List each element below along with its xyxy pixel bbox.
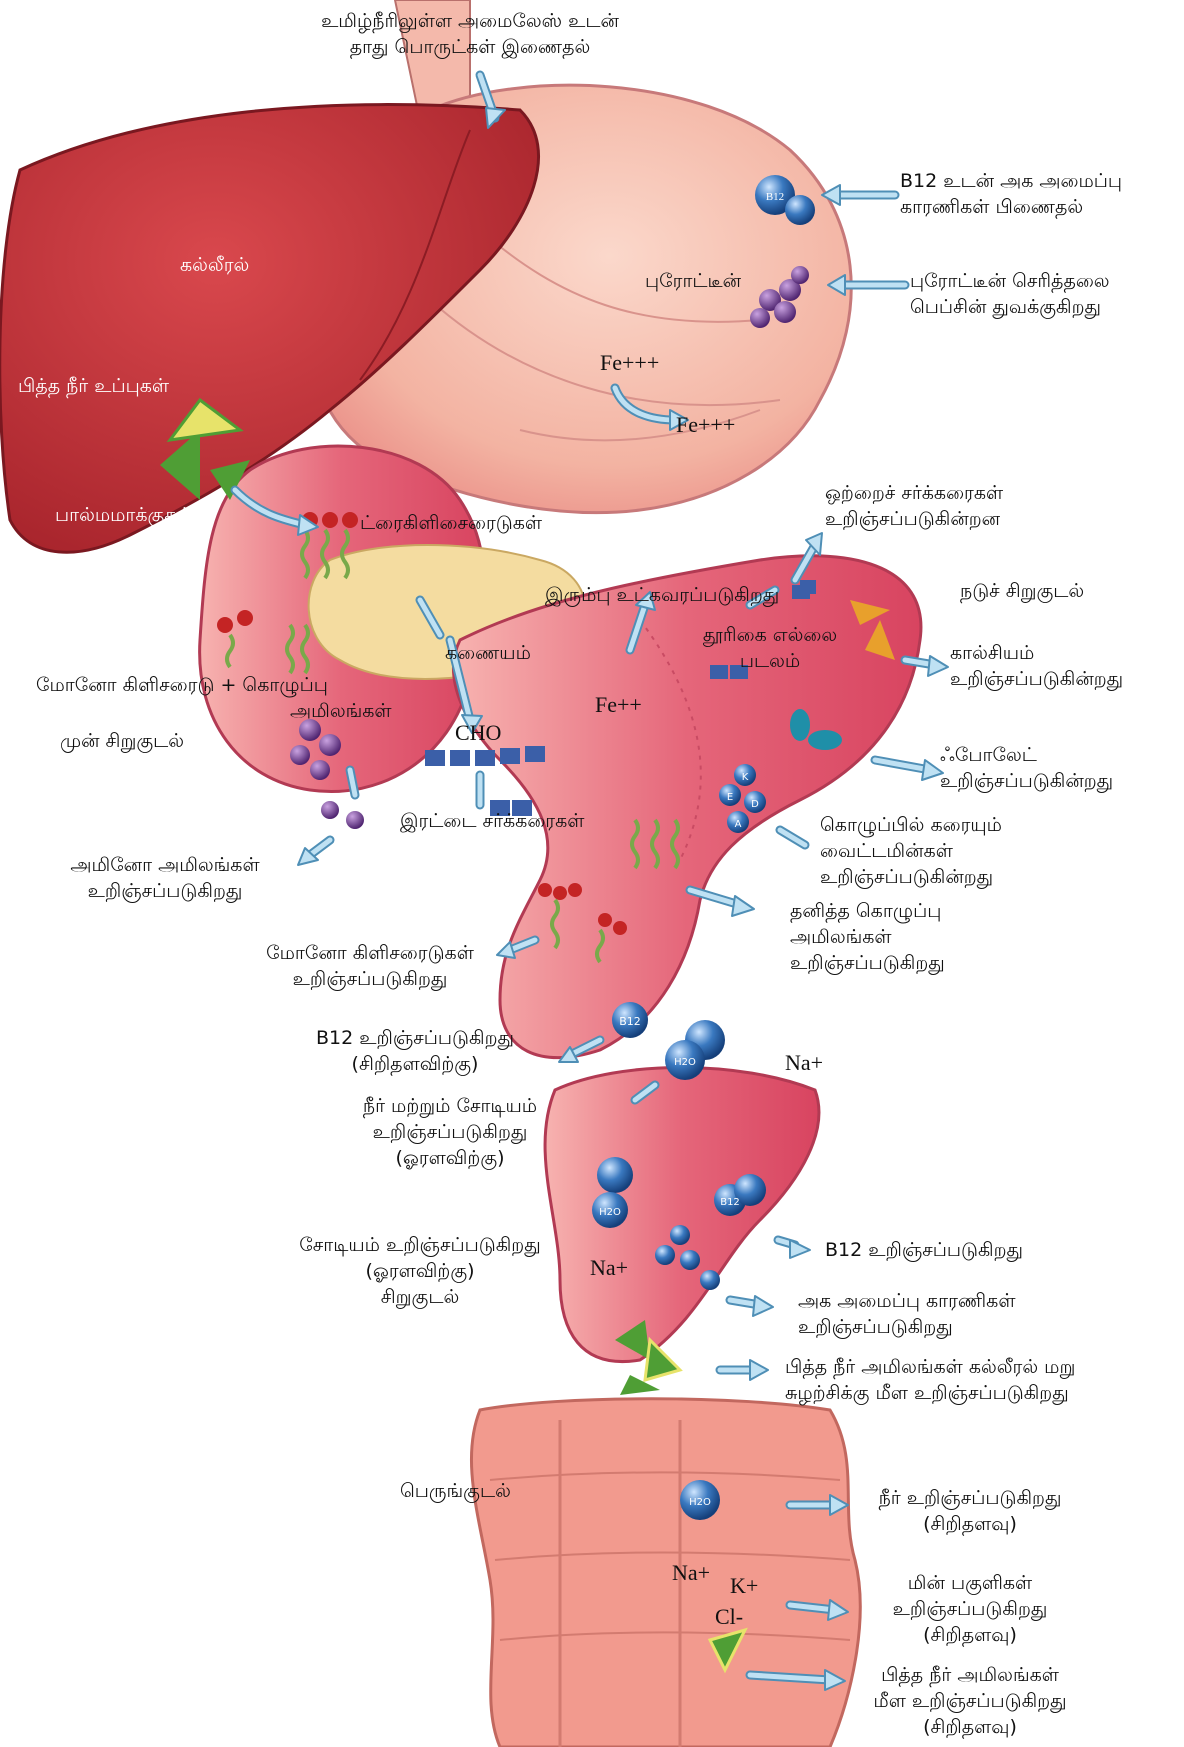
label-b12-small: B12 உறிஞ்சப்படுகிறது(சிறிதளவிற்கு) [300,1025,530,1077]
label-water-large: நீர் உறிஞ்சப்படுகிறது(சிறிதளவு) [850,1485,1090,1537]
label-amino-acids: அமினோ அமிலங்கள்உறிஞ்சப்படுகிறது [30,852,300,904]
label-emulsification: பால்மமாக்குதல் [55,502,192,528]
label-na-large: Na+ [672,1560,710,1586]
label-brush-border: தூரிகை எல்லைபடலம் [690,622,850,674]
b12-jejunum: B12 [612,1002,648,1038]
vit-e: E [727,792,733,803]
label-free-fatty: தனித்த கொழுப்புஅமிலங்கள்உறிஞ்சப்படுகிறது [790,898,945,976]
label-electrolytes: மின் பகுளிகள்உறிஞ்சப்படுகிறது(சிறிதளவு) [850,1570,1090,1648]
label-water-sodium: நீர் மற்றும் சோடியம்உறிஞ்சப்படுகிறது(ஓரள… [335,1093,565,1171]
label-fe2: Fe++ [595,692,642,718]
label-large-intestine: பெருங்குடல் [400,1478,511,1504]
h2o-text-1: H2O [674,1057,696,1068]
b12-text-3: B12 [720,1197,740,1208]
label-cho: CHO [455,720,501,746]
label-intrinsic: அக அமைப்பு காரணிகள்உறிஞ்சப்படுகிறது [798,1288,1015,1340]
label-folate: ஃபோலேட்உறிஞ்சப்படுகின்றது [940,742,1113,794]
vit-k: K [742,772,749,783]
label-k-large: K+ [730,1573,758,1599]
label-acids: அமிலங்கள் [290,698,392,724]
label-duodenum: முன் சிறுகுடல் [60,728,184,754]
label-triglycerides: ட்ரைகிளிசைரைடுகள் [360,510,542,536]
label-saliva-mix: உமிழ்நீரிலுள்ள அமைலேஸ் உடன்தாது பொருட்கள… [290,8,650,60]
label-monoglycerides: மோனோ கிளிசரைடுகள்உறிஞ்சப்படுகிறது [240,940,500,992]
label-fe3-mid: Fe+++ [676,412,735,438]
label-protein: புரோட்டீன் [645,268,741,294]
h2o-text-3: H2O [689,1497,711,1508]
label-b12-binding: B12 உடன் அக அமைப்புகாரணிகள் பிணைதல் [900,168,1122,220]
b12-text-2: B12 [619,1015,641,1028]
label-iron-absorbed: இரும்பு உட்கவரப்படுகிறது [545,582,779,608]
label-cl-large: Cl- [715,1604,743,1630]
label-fe3-top: Fe+++ [600,350,659,376]
ileum [545,1068,819,1362]
label-disaccharides: இரட்டை சர்க்கரைகள் [400,808,584,834]
label-pancreas: கணையம் [445,640,531,666]
water-large: H2O [680,1480,720,1520]
label-na-jejunum: Na+ [785,1050,823,1076]
label-calcium: கால்சியம்உறிஞ்சப்படுகின்றது [950,640,1123,692]
h2o-text-2: H2O [599,1207,621,1218]
label-na-ileum: Na+ [590,1255,628,1281]
label-liver: கல்லீரல் [180,252,249,278]
label-pepsin: புரோட்டீன் செரித்தலைபெப்சின் துவக்குகிறத… [910,268,1110,320]
label-b12-ileum: B12 உறிஞ்சப்படுகிறது [825,1237,1023,1263]
label-monosaccharides: ஒற்றைச் சர்க்கரைகள்உறிஞ்சப்படுகின்றன [825,480,1003,532]
label-bile-large: பித்த நீர் அமிலங்கள்மீள உறிஞ்சப்படுகிறது… [850,1662,1090,1740]
b12-text: B12 [766,191,784,203]
large-intestine [471,1399,860,1747]
label-bile-salts: பித்த நீர் உப்புகள் [18,373,169,399]
label-mono-plus-fatty: மோனோ கிளிசரைடு + கொழுப்பு [36,672,328,698]
label-fat-vitamins: கொழுப்பில் கரையும்வைட்டமின்கள்உறிஞ்சப்பட… [820,812,1002,890]
vit-d: D [751,799,759,810]
label-sodium-ileum: சோடியம் உறிஞ்சப்படுகிறது(ஓரளவிற்கு)சிறுக… [280,1232,560,1310]
label-bile-recirc: பித்த நீர் அமிலங்கள் கல்லீரல் மறுசுழற்சி… [785,1354,1075,1406]
vit-a: A [735,819,742,830]
label-jejunum: நடுச் சிறுகுடல் [960,578,1084,604]
